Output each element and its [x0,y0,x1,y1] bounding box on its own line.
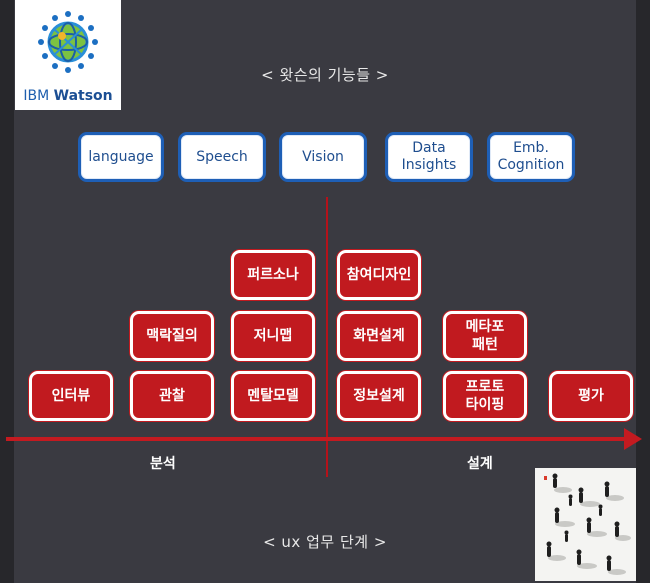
capability-emb-cognition: Emb. Cognition [487,132,575,182]
step-participatory-design: 참여디자인 [337,250,421,300]
capability-data-insights: Data Insights [385,132,473,182]
step-interview: 인터뷰 [29,371,113,421]
step-evaluation: 평가 [549,371,633,421]
step-information-architecture: 정보설계 [337,371,421,421]
logo-brand: IBM [23,88,50,104]
logo-product: Watson [53,88,113,104]
capabilities-title: < 왓슨의 기능들 > [261,66,389,84]
timeline-arrowhead [624,428,642,450]
capability-vision: Vision [279,132,367,182]
step-screen-design: 화면설계 [337,311,421,361]
crowd-photo [535,468,636,581]
design-phase-label: 설계 [467,456,493,472]
ux-stages-title: < ux 업무 단계 > [263,533,387,551]
ibm-watson-logo: IBM Watson [15,0,121,110]
capability-speech: Speech [178,132,266,182]
step-metaphor-pattern: 메타포 패턴 [443,311,527,361]
step-journey-map: 저니맵 [231,311,315,361]
left-border [0,0,14,583]
analysis-phase-label: 분석 [150,456,176,472]
step-contextual-inquiry: 맥락질의 [130,311,214,361]
timeline-arrow [6,437,630,441]
crowd-figures-image [544,473,631,575]
watson-globe-icon [38,11,98,73]
step-mental-model: 멘탈모델 [231,371,315,421]
step-persona: 퍼르소나 [231,250,315,300]
phase-divider-line [326,197,328,477]
step-observation: 관찰 [130,371,214,421]
capability-language: language [78,132,164,182]
step-prototyping: 프로토 타이핑 [443,371,527,421]
logo-text: IBM Watson [15,88,121,104]
right-border [636,0,650,583]
